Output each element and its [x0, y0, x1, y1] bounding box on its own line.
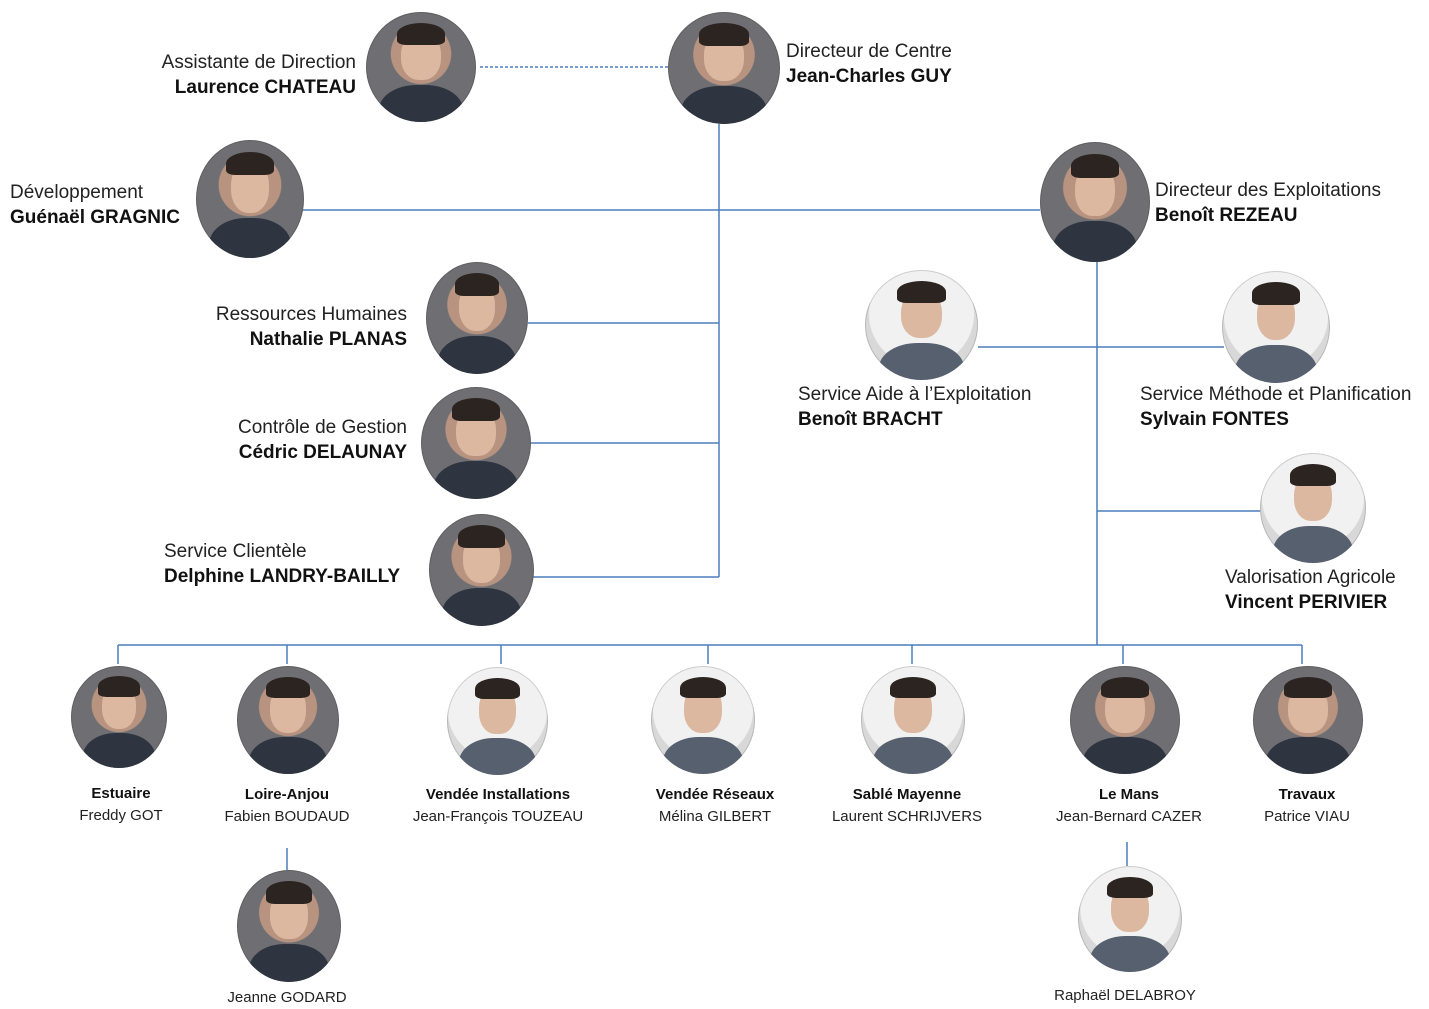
director-label: Directeur de Centre Jean-Charles GUY — [786, 40, 952, 90]
hr-name: Nathalie PLANAS — [249, 329, 407, 350]
agri-name: Vincent PERIVIER — [1225, 592, 1388, 613]
avatar-branch-estuaire — [71, 666, 167, 768]
branch-unit: Loire-Anjou — [244, 786, 330, 803]
connectors — [117, 66, 1303, 870]
ops-support-role: Service Aide à l’Exploitation — [798, 384, 1032, 405]
avatar-assistant — [366, 12, 476, 122]
avatar-branch-travaux — [1253, 666, 1363, 774]
branch-le-mans-label: Le Mans Jean-Bernard CAZER — [1056, 784, 1202, 828]
avatar-customer — [429, 514, 534, 626]
customer-label: Service Clientèle Delphine LANDRY-BAILLY — [164, 540, 400, 590]
methods-name: Sylvain FONTES — [1140, 409, 1289, 430]
branch-unit: Le Mans — [1098, 786, 1159, 803]
hr-label: Ressources Humaines Nathalie PLANAS — [216, 303, 407, 353]
ops-support-name: Benoît BRACHT — [798, 409, 943, 430]
agri-role: Valorisation Agricole — [1225, 567, 1396, 588]
avatar-operations-director — [1040, 142, 1150, 262]
branch-vendee-reseaux-label: Vendée Réseaux Mélina GILBERT — [656, 784, 774, 828]
avatar-branch-vendee-installations — [447, 667, 548, 775]
operations-director-label: Directeur des Exploitations Benoît REZEA… — [1155, 179, 1381, 229]
branch-unit: Vendée Installations — [425, 786, 571, 803]
director-name: Jean-Charles GUY — [786, 66, 952, 87]
hr-role: Ressources Humaines — [215, 304, 407, 325]
assistant-name: Laurence CHATEAU — [174, 77, 356, 98]
branch-name: Jean-Bernard CAZER — [1056, 808, 1202, 825]
control-label: Contrôle de Gestion Cédric DELAUNAY — [238, 416, 407, 466]
branch-name: Fabien BOUDAUD — [224, 808, 350, 825]
methods-label: Service Méthode et Planification Sylvain… — [1140, 383, 1411, 433]
sub-le-mans-label: Raphaël DELABROY — [1054, 985, 1196, 1007]
operations-director-name: Benoît REZEAU — [1155, 205, 1298, 226]
branch-travaux-label: Travaux Patrice VIAU — [1264, 784, 1350, 828]
avatar-methods — [1222, 271, 1330, 383]
avatar-ops-support — [865, 270, 978, 380]
branch-unit: Travaux — [1278, 786, 1336, 803]
avatar-control — [421, 387, 531, 499]
avatar-hr — [426, 262, 528, 374]
branch-name: Mélina GILBERT — [658, 808, 772, 825]
avatar-branch-sable-mayenne — [861, 666, 965, 774]
branch-unit: Sablé Mayenne — [852, 786, 962, 803]
operations-director-role: Directeur des Exploitations — [1155, 180, 1381, 201]
avatar-development — [196, 140, 304, 258]
branch-name: Laurent SCHRIJVERS — [831, 808, 983, 825]
avatar-agri — [1260, 453, 1366, 563]
development-label: Développement Guénaël GRAGNIC — [10, 181, 180, 231]
branch-sable-mayenne-label: Sablé Mayenne Laurent SCHRIJVERS — [832, 784, 982, 828]
sub-loire-anjou-label: Jeanne GODARD — [227, 987, 346, 1009]
avatar-sub-le-mans — [1078, 866, 1182, 972]
avatar-director — [668, 12, 780, 124]
avatar-branch-loire-anjou — [237, 666, 339, 774]
branch-name: Patrice VIAU — [1264, 808, 1350, 825]
branch-unit: Vendée Réseaux — [655, 786, 775, 803]
assistant-label: Assistante de Direction Laurence CHATEAU — [162, 51, 356, 101]
assistant-role: Assistante de Direction — [161, 52, 356, 73]
methods-role: Service Méthode et Planification — [1140, 384, 1412, 405]
director-role: Directeur de Centre — [786, 41, 952, 62]
control-role: Contrôle de Gestion — [238, 417, 407, 438]
development-name: Guénaël GRAGNIC — [10, 207, 180, 228]
sub-loire-anjou-name: Jeanne GODARD — [227, 989, 347, 1006]
branch-estuaire-label: Estuaire Freddy GOT — [79, 783, 162, 827]
avatar-sub-loire-anjou — [237, 870, 341, 982]
avatar-branch-vendee-reseaux — [651, 666, 755, 774]
agri-label: Valorisation Agricole Vincent PERIVIER — [1225, 566, 1396, 616]
branch-name: Freddy GOT — [79, 807, 163, 824]
development-role: Développement — [10, 182, 144, 203]
branch-unit: Estuaire — [91, 785, 151, 802]
avatar-branch-le-mans — [1070, 666, 1180, 774]
branch-name: Jean-François TOUZEAU — [412, 808, 584, 825]
customer-name: Delphine LANDRY-BAILLY — [164, 566, 401, 587]
sub-le-mans-name: Raphaël DELABROY — [1054, 987, 1196, 1004]
ops-support-label: Service Aide à l’Exploitation Benoît BRA… — [798, 383, 1031, 433]
branch-vendee-installations-label: Vendée Installations Jean-François TOUZE… — [413, 784, 583, 828]
customer-role: Service Clientèle — [164, 541, 307, 562]
control-name: Cédric DELAUNAY — [238, 442, 407, 463]
branch-loire-anjou-label: Loire-Anjou Fabien BOUDAUD — [224, 784, 349, 828]
